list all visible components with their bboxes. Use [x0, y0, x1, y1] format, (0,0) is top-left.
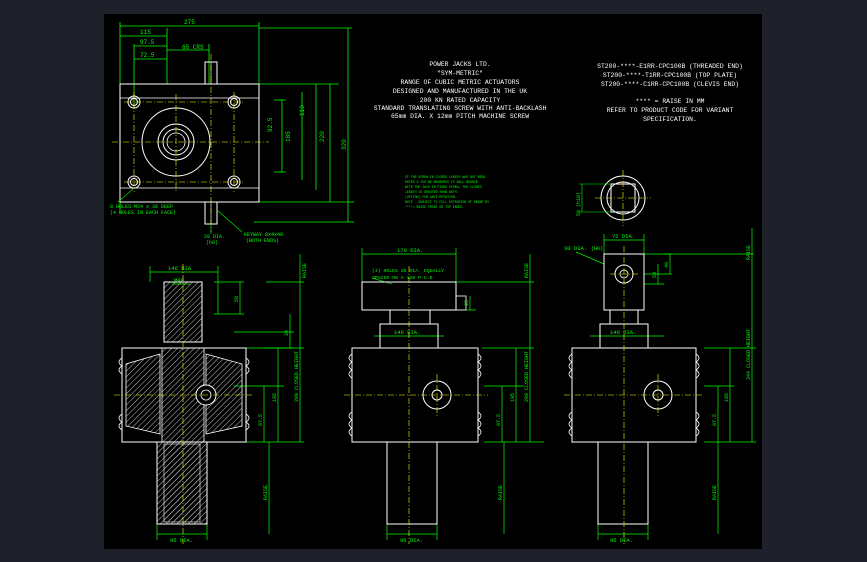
- clevis-dimension-lines: [575, 228, 756, 540]
- small-note-2: RATED X 150 BE MEASURED TO BALL-BEARIN: [405, 180, 478, 184]
- small-note-3: WITH THE JACK IN FIXED SCREW, THE CLOSED: [405, 185, 482, 189]
- drawing-sheet: 275 115 97.5 65 CRS 72.5 92.5 110 185 22…: [104, 14, 762, 549]
- clevis-dim-50: 50: [652, 272, 658, 278]
- plan-holes-note-2: (4 HOLES IN EACH FACE): [110, 210, 176, 216]
- product-code-clevis: ST200-****-C1RR-CPC100B (CLEVIS END): [601, 81, 739, 88]
- plan-dim-97-5: 97.5: [140, 39, 155, 46]
- small-note: IF THE SCREW IN CLOSED LENGTH WAS NOT BE…: [405, 175, 489, 209]
- small-note-6: NOTE - SUBJECT TO FULL EXTENSION OF BRAK…: [405, 200, 489, 204]
- plan-dim-115: 115: [140, 29, 151, 36]
- product-codes: ST200-****-E1RR-CPC100B (THREADED END) S…: [597, 63, 743, 123]
- product-code-threaded: ST200-****-E1RR-CPC100B (THREADED END): [597, 63, 743, 70]
- top-plate-dimension-lines: [361, 248, 544, 540]
- jack-drawing: 275 115 97.5 65 CRS 72.5 92.5 110 185 22…: [110, 19, 756, 544]
- small-note-1: IF THE SCREW IN CLOSED LENGTH WAS NOT BE…: [405, 175, 485, 179]
- top-plate-lower-tube: [386, 441, 438, 525]
- small-note-5: (OPTION) FOR ANTI-ROTATION.: [405, 195, 457, 199]
- clevis-end-detail: 50 (h10): [576, 170, 651, 226]
- plan-dim-220: 220: [319, 131, 326, 142]
- plan-dim-crs: 65 CRS: [182, 44, 204, 51]
- section-dim-50: 50: [234, 296, 240, 302]
- plan-centerlines: [112, 54, 269, 232]
- plan-shaft-dia-tol: (h8): [206, 240, 218, 246]
- clevis-collar-dia: 146 DIA.: [610, 329, 636, 336]
- plan-shaft-dia: 28 DIA.: [204, 234, 225, 240]
- clevis-top-dia: 75 DIA.: [612, 233, 635, 240]
- plan-housing: [119, 83, 260, 203]
- top-plate-closed-height: 289 CLOSED HEIGHT: [524, 351, 530, 402]
- top-plate-dim-97-5: 97.5: [496, 414, 502, 426]
- variant-note-2: SPECIFICATION.: [643, 116, 697, 123]
- section-housing: [121, 347, 247, 443]
- section-raise-top: RAISE: [302, 263, 308, 278]
- clevis-pin-tol: (H8): [591, 246, 603, 252]
- plan-dim-320: 320: [341, 139, 348, 150]
- top-plate-raise-bottom: RAISE: [498, 485, 504, 500]
- title-line-5: 200 KN RATED CAPACITY: [420, 97, 501, 104]
- plan-dim-275: 275: [184, 19, 195, 26]
- clevis-raise-top: RAISE: [746, 245, 752, 260]
- title-block: POWER JACKS LTD. "SYM-METRIC" RANGE OF C…: [374, 61, 547, 120]
- clevis-dim-97-5: 97.5: [712, 414, 718, 426]
- top-plate-raise-top: RAISE: [524, 263, 530, 278]
- clevis-view: 75 DIA. 30 DIA. (H8) 40 50 146 DIA. 344 …: [564, 228, 756, 544]
- top-plate-holes-note-1: (4) HOLES 26 DIA. EQUALLY: [372, 268, 444, 274]
- top-plate-holes-note-2: SPACED ON A 120 P.C.D: [372, 275, 433, 281]
- section-thread: M48: [174, 277, 184, 284]
- section-bottom-dia: 95 DIA.: [170, 537, 193, 544]
- top-plate-bottom-dia: 95 DIA.: [400, 537, 423, 544]
- section-dimension-lines: [149, 254, 304, 540]
- clevis-dim-195: 195: [724, 393, 730, 402]
- plan-dim-92-5: 92.5: [267, 117, 274, 132]
- clevis-closed-height: 344 CLOSED HEIGHT: [746, 329, 752, 380]
- section-dim-97-5: 97.5: [258, 414, 264, 426]
- plan-dim-72-5: 72.5: [140, 52, 155, 59]
- clevis-raise-bottom: RAISE: [712, 485, 718, 500]
- section-dim-195: 195: [272, 393, 278, 402]
- clevis-detail-dim: 50 (h10): [576, 192, 582, 216]
- plan-dimension-lines: [119, 22, 354, 223]
- title-line-3: RANGE OF CUBIC METRIC ACTUATORS: [401, 79, 520, 86]
- plan-dim-185: 185: [285, 131, 292, 142]
- section-closed-height: 289 CLOSED HEIGHT: [294, 351, 300, 402]
- clevis-bottom-dia: 95 DIA.: [610, 537, 633, 544]
- title-line-6: STANDARD TRANSLATING SCREW WITH ANTI-BAC…: [374, 105, 547, 112]
- section-top-dia: 146 DIA: [168, 265, 192, 272]
- section-centerlines: [114, 264, 254, 544]
- section-dim-34: 34: [284, 330, 290, 336]
- clevis-lower-tube: [597, 441, 649, 525]
- plan-keyway-note-1: KEYWAY 8x4x40: [244, 232, 283, 238]
- plan-keyway-note-2: (BOTH ENDS): [246, 238, 279, 244]
- top-plate-dim-195: 195: [510, 393, 516, 402]
- plan-dim-110: 110: [299, 105, 306, 116]
- title-line-4: DESIGNED AND MANUFACTURED IN THE UK: [393, 88, 527, 95]
- section-fins: [118, 357, 250, 431]
- title-line-7: 65mm DIA. X 12mm PITCH MACHINE SCREW: [391, 113, 529, 120]
- title-line-2: "SYM-METRIC": [437, 70, 483, 77]
- top-plate-dim-25: 25: [464, 300, 470, 306]
- top-plate-view: 170 DIA. (4) HOLES 26 DIA. EQUALLY SPACE…: [344, 247, 544, 544]
- small-note-4: LENGTH IS GREATER THAN BOTH.: [405, 190, 459, 194]
- product-code-top-plate: ST200-****-T1RR-CPC100B (TOP PLATE): [603, 72, 737, 79]
- plan-holes-note-1: 8 HOLES M24 x 38 DEEP: [110, 204, 173, 210]
- top-plate-collar-dia: 146 DIA.: [394, 329, 420, 336]
- section-raise-bottom: RAISE: [263, 485, 269, 500]
- clevis-pin-dia: 30 DIA.: [564, 245, 587, 252]
- top-plate-dia: 170 DIA.: [397, 247, 423, 254]
- variant-note-1: REFER TO PRODUCT CODE FOR VARIANT: [607, 107, 734, 114]
- plan-view: 275 115 97.5 65 CRS 72.5 92.5 110 185 22…: [110, 19, 354, 246]
- section-view: 146 DIA M48 50 34 289 CLOSED HEIGHT 195 …: [114, 254, 308, 544]
- clevis-dim-40: 40: [664, 262, 670, 268]
- raise-note: **** = RAISE IN MM: [635, 98, 704, 105]
- title-line-1: POWER JACKS LTD.: [429, 61, 490, 68]
- small-note-7: ****= RAISE FRONT OR TOP ENDED.: [405, 205, 464, 209]
